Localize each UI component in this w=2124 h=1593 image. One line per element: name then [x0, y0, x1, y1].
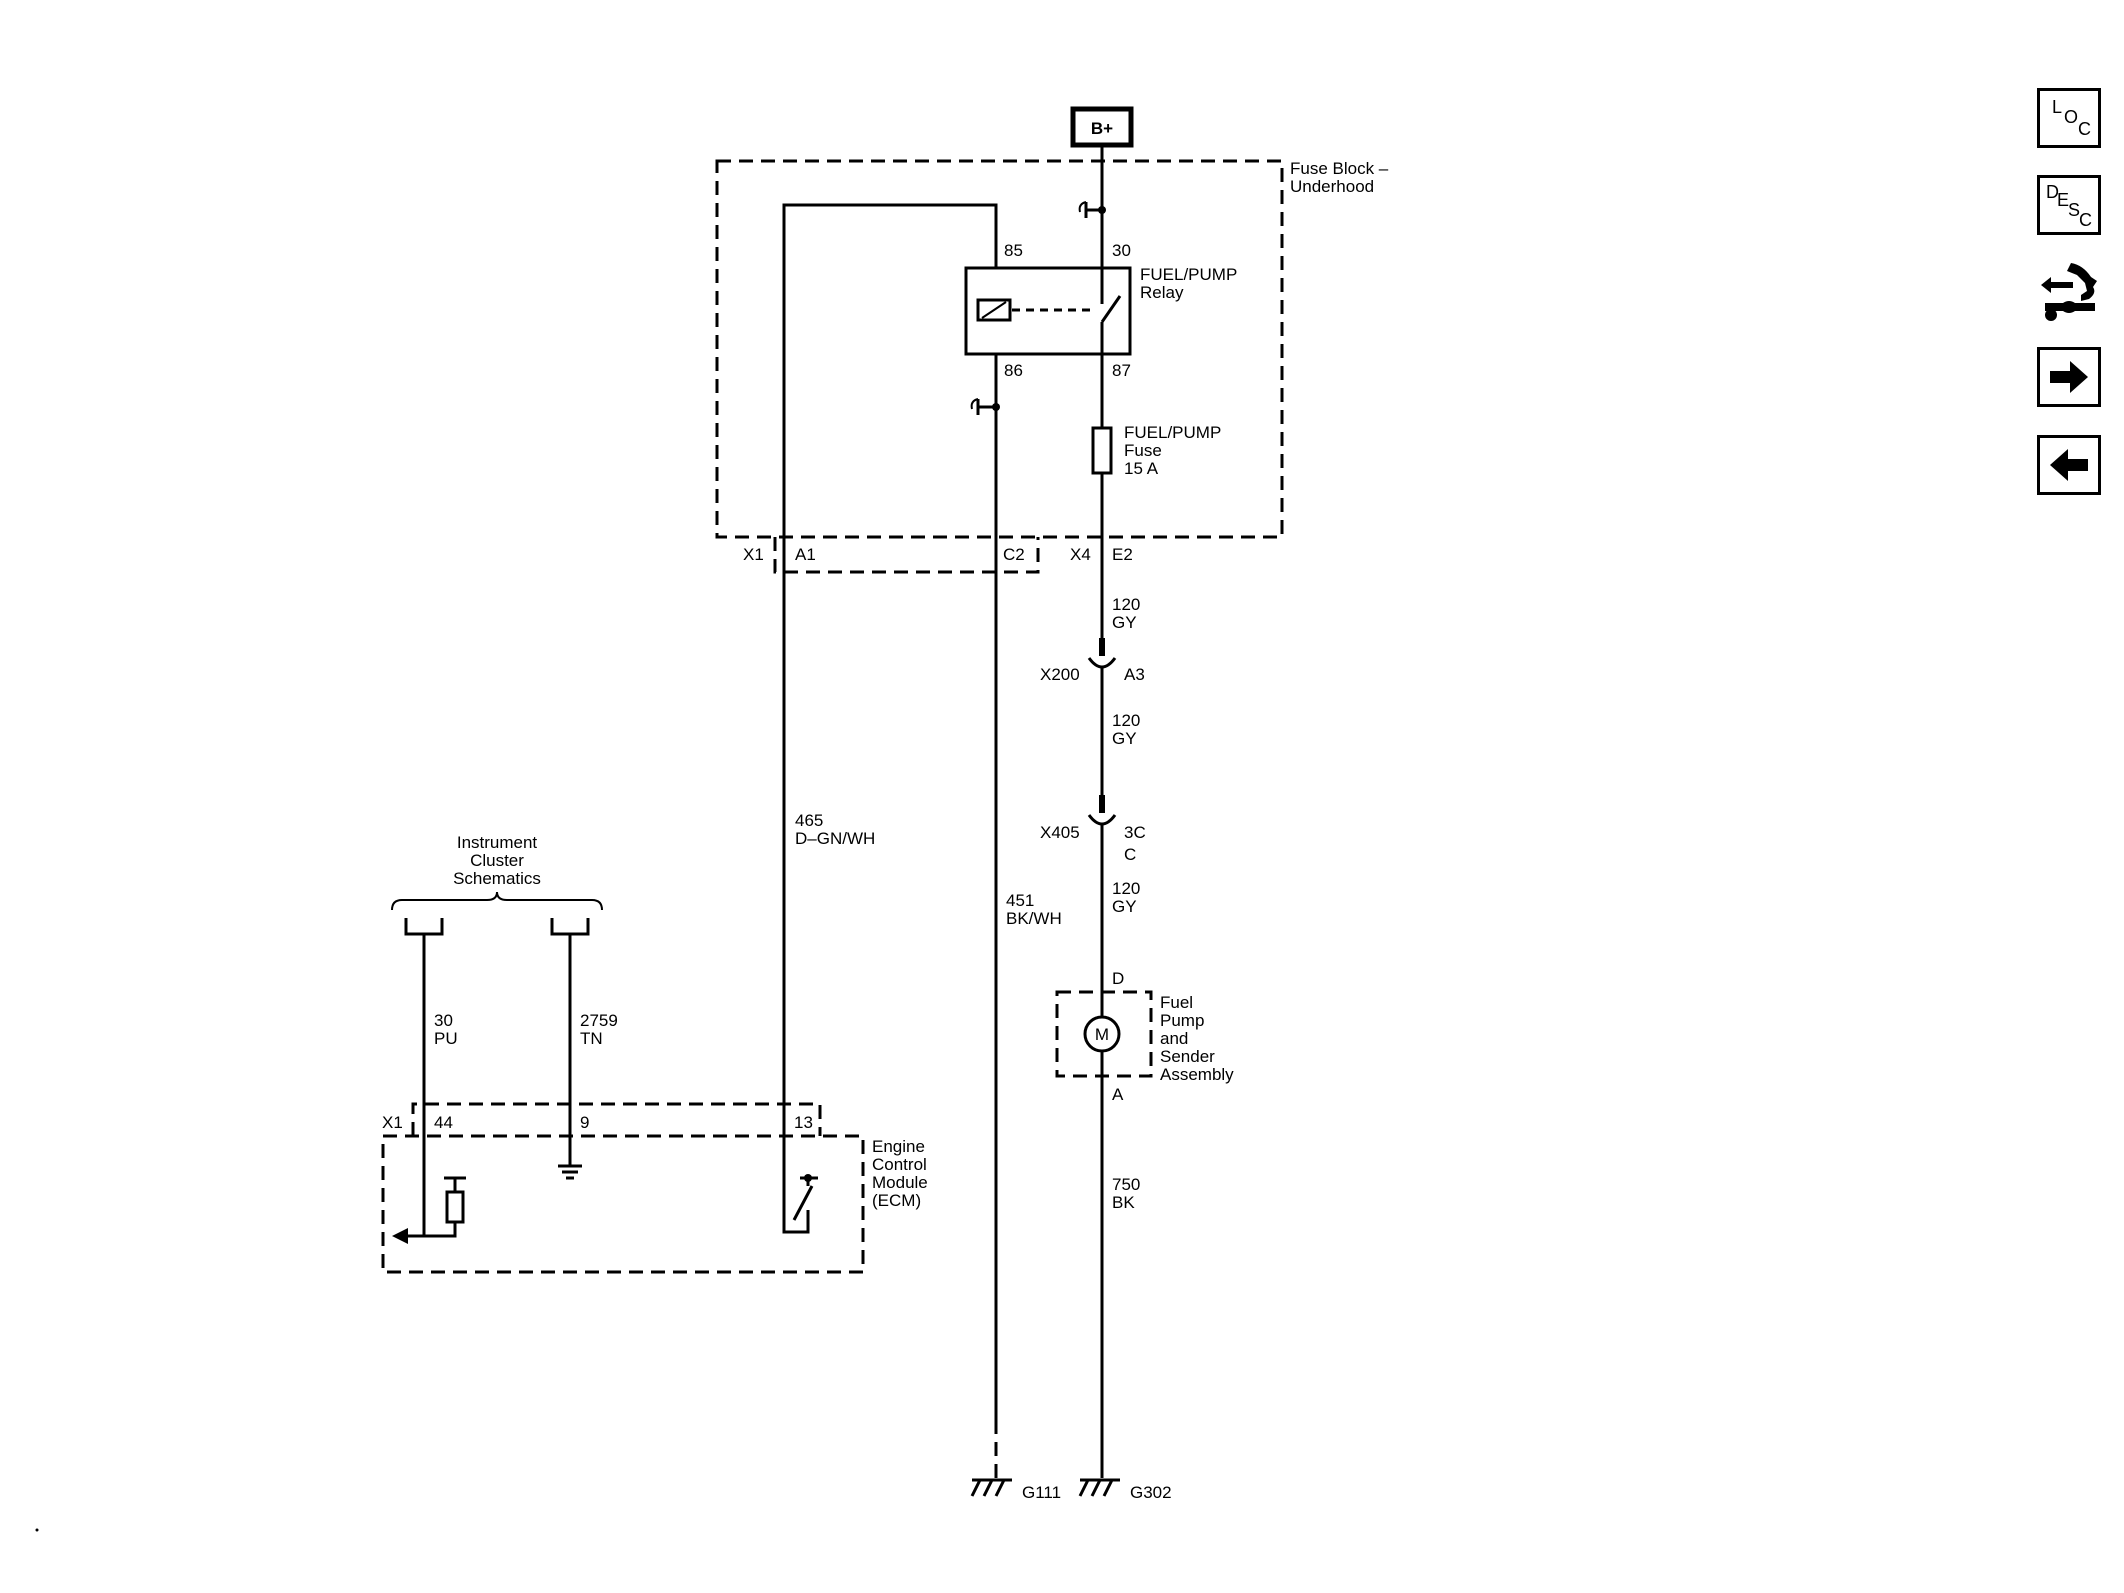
fuse-block-connector-x4: X4	[1070, 545, 1091, 564]
wire-label-circuit: 2759	[580, 1011, 618, 1030]
relay-ground-circuit: 451 BK/WH	[970, 354, 1062, 1420]
fuel-pump-pin-d: D	[1112, 969, 1124, 988]
location-icon: L O C	[2052, 97, 2091, 139]
fuse-rating: 15 A	[1124, 459, 1159, 478]
description-button[interactable]: D E S C	[2037, 175, 2101, 235]
fuel-pump-name-4: Sender	[1160, 1047, 1215, 1066]
relay-control-circuit: 465 D–GN/WH	[782, 203, 998, 1120]
wire-label-circuit: 750	[1112, 1175, 1140, 1194]
connector-tool-button[interactable]	[2037, 257, 2103, 329]
wire-label-color: TN	[580, 1029, 603, 1048]
ecm-name-4: (ECM)	[872, 1191, 921, 1210]
wire-label-color: D–GN/WH	[795, 829, 875, 848]
relay-pin-85: 85	[1004, 241, 1023, 260]
svg-text:E: E	[2057, 190, 2069, 210]
wire-label-color: PU	[434, 1029, 458, 1048]
arrow-left-icon	[2050, 449, 2088, 481]
wire-label-color: GY	[1112, 729, 1137, 748]
power-feed-circuit	[1078, 145, 1106, 292]
description-icon: D E S C	[2046, 182, 2092, 230]
ecm-pin-13: 13	[794, 1113, 813, 1132]
ground-g302: G302	[1078, 1420, 1172, 1502]
previous-page-button[interactable]	[2037, 435, 2101, 495]
wire-label-circuit: 30	[434, 1011, 453, 1030]
ecm-pin-9: 9	[580, 1113, 589, 1132]
relay-coil-icon	[976, 298, 1012, 322]
connector-x405-pin-2: C	[1124, 845, 1136, 864]
instrument-cluster-line-2: Cluster	[470, 851, 524, 870]
connector-x405-name: X405	[1040, 823, 1080, 842]
wire-label-color: BK	[1112, 1193, 1135, 1212]
fuel-pump-name-1: Fuel	[1160, 993, 1193, 1012]
instrument-cluster-reference: Instrument Cluster Schematics 30 PU 2759…	[391, 833, 618, 1212]
wire-label-color: GY	[1112, 897, 1137, 916]
fuel-pump-sender-assembly: M D A Fuel Pump and Sender Assembly 750 …	[1055, 969, 1234, 1470]
fuse-block-pin-a1: A1	[795, 545, 816, 564]
fuse-name-1: FUEL/PUMP	[1124, 423, 1221, 442]
ecm-pin-44: 44	[434, 1113, 453, 1132]
wire-label-color: BK/WH	[1006, 909, 1062, 928]
instrument-cluster-line-3: Schematics	[453, 869, 541, 888]
relay-name-2: Relay	[1140, 283, 1184, 302]
wire-label-circuit: 451	[1006, 891, 1034, 910]
location-button[interactable]: L O C	[2037, 88, 2101, 148]
fuel-pump-relay: 85 30 86 87 FUEL/PUMP Relay	[964, 241, 1237, 380]
fuel-pump-pin-a: A	[1112, 1085, 1124, 1104]
fuel-pump-name-3: and	[1160, 1029, 1188, 1048]
connector-x405: X405 3C C 120 GY	[1040, 795, 1146, 990]
relay-name-1: FUEL/PUMP	[1140, 265, 1237, 284]
relay-pin-86: 86	[1004, 361, 1023, 380]
battery-label: B+	[1091, 119, 1113, 138]
instrument-cluster-line-1: Instrument	[457, 833, 538, 852]
motor-symbol: M	[1095, 1025, 1109, 1044]
ecm-connector-x1: X1	[382, 1113, 403, 1132]
fuse-circuit: FUEL/PUMP Fuse 15 A 120 GY	[1091, 354, 1221, 655]
fuse-name-2: Fuse	[1124, 441, 1162, 460]
ecm-name-1: Engine	[872, 1137, 925, 1156]
connector-x200: X200 A3 120 GY	[1040, 638, 1145, 795]
ecm-name-3: Module	[872, 1173, 928, 1192]
ecm-name-2: Control	[872, 1155, 927, 1174]
fuel-pump-name-2: Pump	[1160, 1011, 1204, 1030]
wire-label-circuit: 120	[1112, 711, 1140, 730]
svg-text:L: L	[2052, 97, 2062, 117]
fuel-pump-name-5: Assembly	[1160, 1065, 1234, 1084]
connector-tool-icon	[2041, 263, 2097, 321]
fuse-block-pin-c2: C2	[1003, 545, 1025, 564]
wire-label-circuit: 120	[1112, 879, 1140, 898]
wire-label-circuit: 120	[1112, 595, 1140, 614]
svg-text:D: D	[2046, 182, 2059, 202]
resistor-icon	[445, 1190, 465, 1224]
connector-x200-pin: A3	[1124, 665, 1145, 684]
fuse-block-underhood: Fuse Block – Underhood X1 A1 C2 X4 E2	[715, 159, 1389, 574]
fuse-block-connector-x1: X1	[743, 545, 764, 564]
ground-g111: G111	[970, 1420, 1061, 1502]
arrow-right-icon	[2050, 361, 2088, 393]
svg-text:C: C	[2078, 119, 2091, 139]
connector-x405-pin-1: 3C	[1124, 823, 1146, 842]
relay-pin-30: 30	[1112, 241, 1131, 260]
fuse-block-title-1: Fuse Block –	[1290, 159, 1389, 178]
connector-x200-name: X200	[1040, 665, 1080, 684]
fuse-icon	[1091, 426, 1113, 475]
wire-label-circuit: 465	[795, 811, 823, 830]
battery-terminal: B+	[1070, 106, 1134, 148]
svg-text:C: C	[2079, 210, 2092, 230]
fuse-block-pin-e2: E2	[1112, 545, 1133, 564]
ground-g111-label: G111	[1022, 1483, 1061, 1502]
wire-label-color: GY	[1112, 613, 1137, 632]
ground-g302-label: G302	[1130, 1483, 1172, 1502]
fuse-block-title-2: Underhood	[1290, 177, 1374, 196]
svg-text:O: O	[2064, 107, 2078, 127]
relay-pin-87: 87	[1112, 361, 1131, 380]
next-page-button[interactable]	[2037, 347, 2101, 407]
arrow-left-icon	[392, 1228, 408, 1244]
svg-text:S: S	[2068, 200, 2080, 220]
engine-control-module: X1 44 9 13 Engine Control Module (ECM)	[381, 1102, 928, 1274]
